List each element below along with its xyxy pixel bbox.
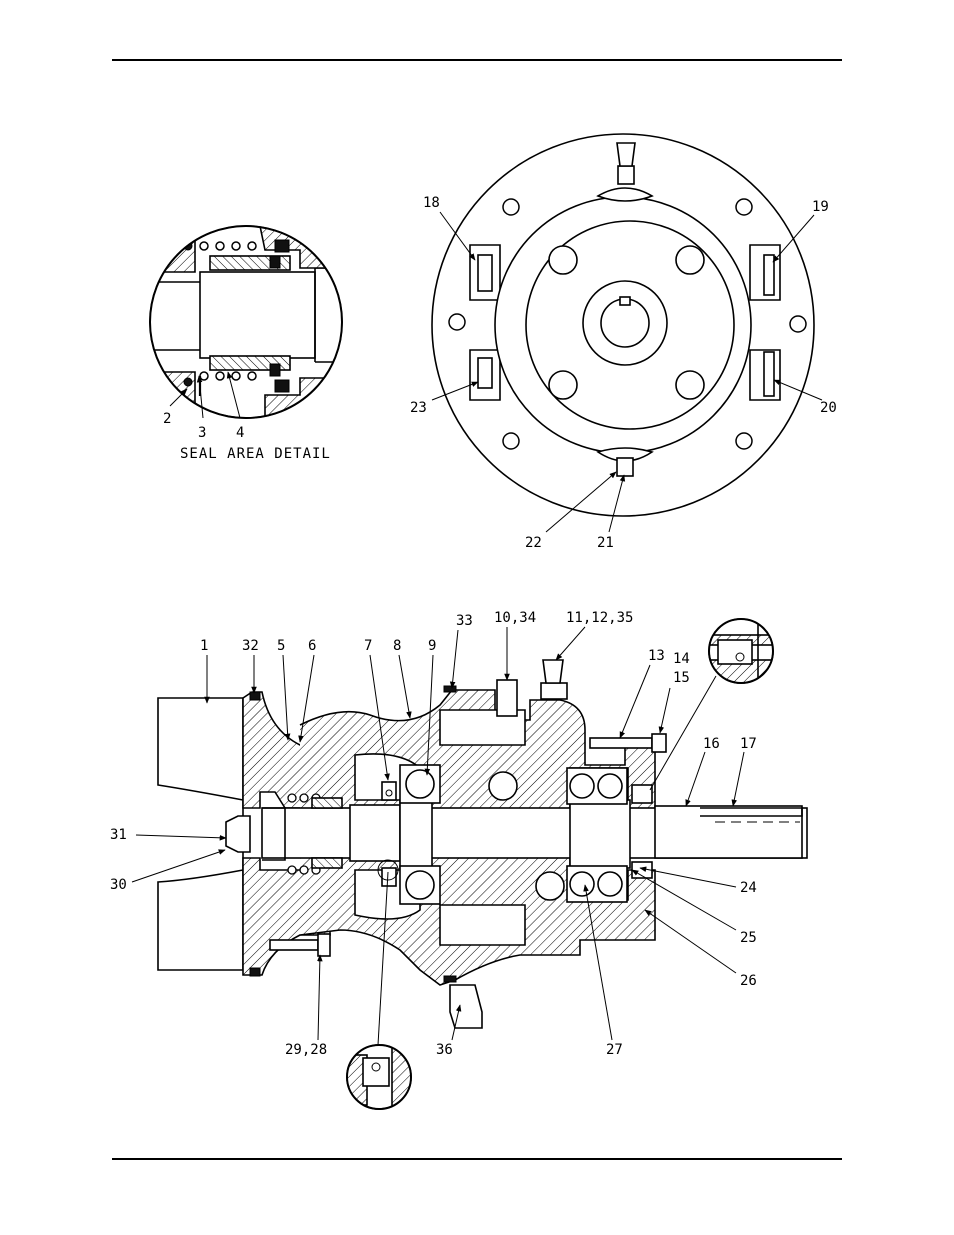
callout-5: 5 <box>277 638 285 654</box>
callout-23: 23 <box>410 400 427 416</box>
callout-20: 20 <box>820 400 837 416</box>
callout-32: 32 <box>242 638 259 654</box>
callout-1: 1 <box>200 638 208 654</box>
callout-36: 36 <box>436 1042 453 1058</box>
callout-14: 14 <box>673 651 690 667</box>
callout-25: 25 <box>740 930 757 946</box>
callout-6: 6 <box>308 638 316 654</box>
callout-9: 9 <box>428 638 436 654</box>
end-view: 18 19 23 20 22 21 <box>410 134 837 551</box>
callout-4: 4 <box>236 425 244 441</box>
callout-2: 2 <box>163 411 171 427</box>
seal-area-caption: SEAL AREA DETAIL <box>180 446 331 462</box>
section-view: 1 32 5 6 7 8 9 33 10,34 11,12,35 13 14 1… <box>110 610 807 1110</box>
callout-3: 3 <box>198 425 206 441</box>
callout-17: 17 <box>740 736 757 752</box>
detail-circle-outboard-seal <box>650 619 773 790</box>
callout-13: 13 <box>648 648 665 664</box>
callout-24: 24 <box>740 880 757 896</box>
callout-7: 7 <box>364 638 372 654</box>
callout-29-28: 29,28 <box>285 1042 327 1058</box>
callout-16: 16 <box>703 736 720 752</box>
seal-area-detail: 2 3 4 SEAL AREA DETAIL <box>140 226 350 462</box>
callout-19: 19 <box>812 199 829 215</box>
callout-27: 27 <box>606 1042 623 1058</box>
callout-30: 30 <box>110 877 127 893</box>
callout-15: 15 <box>673 670 690 686</box>
callout-33: 33 <box>456 613 473 629</box>
callout-18: 18 <box>423 195 440 211</box>
callout-10-34: 10,34 <box>494 610 536 626</box>
callout-26: 26 <box>740 973 757 989</box>
callout-31: 31 <box>110 827 127 843</box>
callout-8: 8 <box>393 638 401 654</box>
callout-22: 22 <box>525 535 542 551</box>
callout-21: 21 <box>597 535 614 551</box>
callout-11-12-35: 11,12,35 <box>566 610 633 626</box>
